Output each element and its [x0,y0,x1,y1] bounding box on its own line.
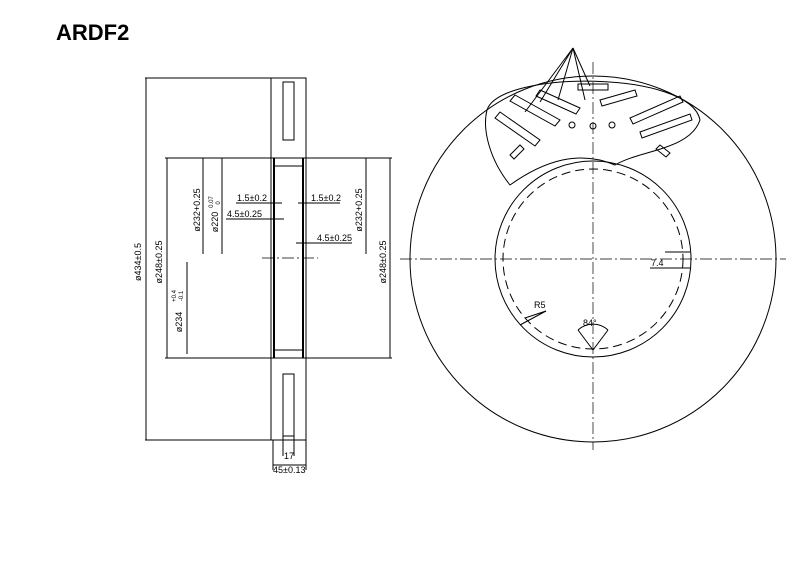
dim-diameter-234: ø234 [174,312,184,333]
vane-detail-outline [485,80,701,186]
front-view: 7.4 R5 84° [400,47,786,450]
section-view: ø434±0.5 ø248±0.25 ø234 +0.4 -0.1 ø232+0… [133,77,392,475]
dim-radius: R5 [534,300,546,310]
dim-thickness: 45±0.13 [273,465,305,475]
dim-diameter-248-right: ø248±0.25 [378,241,388,284]
dim-diameter-220-upper-tol: 0.07 [209,196,215,208]
dim-diameter-220-lower-tol: 0 [216,201,222,205]
dim-outer-diameter: ø434±0.5 [133,243,143,281]
dim-angle: 84° [583,318,597,328]
dim-tooth-width: 7.4 [651,258,664,268]
dim-diameter-248-left: ø248±0.25 [154,241,164,284]
lower-ring-section [270,357,307,441]
dim-diameter-234-lower-tol: -0.1 [179,290,185,301]
upper-ring-section [270,77,307,159]
dim-diameter-234-upper-tol: +0.4 [172,289,178,302]
dim-diameter-220: ø220 [210,212,220,233]
lower-vane-channel [282,373,295,437]
dim-diameter-232-right: ø232+0.25 [354,188,364,231]
dim-diameter-232-left: ø232+0.25 [192,188,202,231]
dim-depth-left: 4.5±0.25 [227,209,262,219]
drawing-title: ARDF2 [56,20,130,45]
dim-chamfer-left: 1.5±0.2 [237,193,267,203]
dim-depth-right: 4.5±0.25 [317,233,352,243]
dim-vane-gap: 17 [284,451,294,461]
upper-vane-channel [282,81,295,141]
dim-chamfer-right: 1.5±0.2 [311,193,341,203]
